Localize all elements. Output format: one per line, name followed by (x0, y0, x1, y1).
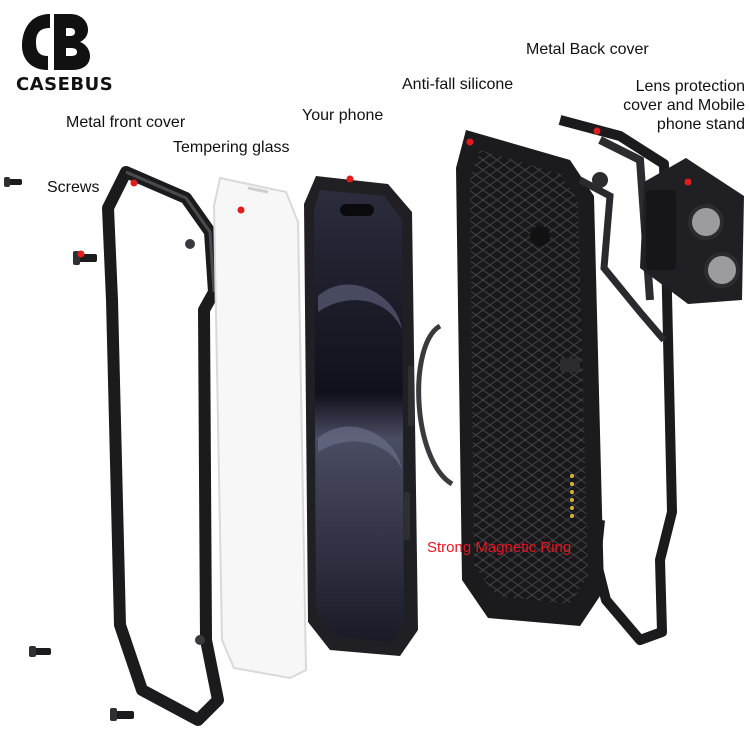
label-lens-protection-line: phone stand (656, 116, 745, 133)
label-metal-front-cover: Metal front cover (66, 114, 186, 131)
callout-markers (77, 127, 692, 258)
casebus-logo-icon (22, 14, 90, 70)
label-tempering-glass: Tempering glass (173, 139, 290, 156)
label-lens-protection-line: cover and Mobile (623, 97, 745, 114)
brand-name: CASEBUS (16, 74, 114, 95)
screw-icon (110, 708, 134, 721)
phone (304, 176, 418, 656)
metal-front-cover (102, 166, 224, 726)
label-screws: Screws (47, 179, 100, 196)
screw-icon (73, 251, 97, 265)
label-anti-fall-silicone: Anti-fall silicone (402, 76, 514, 93)
label-lens-protection: Lens protection cover and Mobile phone s… (623, 77, 745, 134)
lens-protection-cover (640, 158, 744, 304)
label-metal-back-cover: Metal Back cover (526, 41, 649, 58)
label-your-phone: Your phone (302, 107, 384, 124)
contact-pins (570, 474, 574, 518)
tempering-glass (212, 176, 308, 680)
anti-fall-silicone (456, 130, 604, 626)
screw-icon (29, 646, 51, 657)
label-strong-magnetic-ring: Strong Magnetic Ring (427, 539, 572, 556)
screw-icon (4, 177, 22, 187)
label-lens-protection-line: Lens protection (635, 78, 745, 95)
